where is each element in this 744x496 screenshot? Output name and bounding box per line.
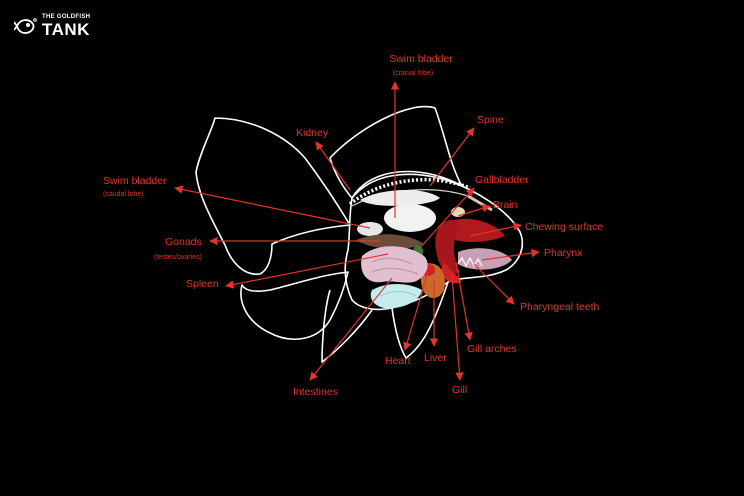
label-spine: Spine <box>477 114 504 126</box>
gonads-shape <box>356 234 424 249</box>
pointer-pharyngeal-teeth <box>473 263 515 305</box>
label-swim-bladder-cranial-sub: (cranial lobe) <box>393 70 433 77</box>
spine-ribs <box>348 177 471 206</box>
brand-top: THE GOLDFISH <box>42 14 91 20</box>
label-gill: Gill <box>452 384 467 396</box>
label-intestines: Intestines <box>293 386 338 398</box>
chewing-surface-shape <box>448 218 505 243</box>
brand-bottom: TANK <box>42 20 90 39</box>
pointer-spine <box>429 127 475 187</box>
pointer-brain <box>457 204 491 217</box>
label-spleen: Spleen <box>186 278 219 290</box>
label-gonads: Gonads <box>165 236 202 248</box>
pointers <box>174 81 540 381</box>
pharynx-tongue <box>458 248 512 270</box>
label-swim-bladder-caudal: Swim bladder <box>103 175 167 187</box>
pointer-gill <box>451 275 464 381</box>
label-swim-bladder-cranial: Swim bladder <box>389 53 453 65</box>
label-gallbladder: Gallbladder <box>475 174 529 186</box>
label-liver: Liver <box>424 352 447 364</box>
label-gonads-sub: (testes/ovaries) <box>154 254 202 261</box>
pointer-pharynx <box>481 248 540 261</box>
pointer-spleen <box>225 253 389 289</box>
brand-logo: THE GOLDFISH TANK <box>14 14 90 38</box>
tail-fin-outline <box>195 117 351 275</box>
goldfish-icon <box>14 18 37 34</box>
pointer-swim-bladder-caudal <box>174 185 371 229</box>
pointer-heart <box>403 271 429 351</box>
spine-tip <box>467 194 493 212</box>
label-kidney: Kidney <box>296 127 329 139</box>
label-heart: Heart <box>385 355 411 367</box>
intestines-coil-lines <box>371 257 419 275</box>
pointer-intestines <box>309 277 393 381</box>
gill-shape <box>440 262 462 284</box>
organs <box>348 177 512 309</box>
label-brain: Brain <box>493 199 518 211</box>
tail-lower-lobe-outline <box>240 271 349 340</box>
label-pharynx: Pharynx <box>544 247 583 259</box>
swim-bladder-cranial-shape <box>384 204 436 232</box>
label-gill-arches: Gill arches <box>467 343 517 355</box>
label-chewing-surface: Chewing surface <box>525 221 603 233</box>
pointer-gill-arches <box>455 261 473 341</box>
anal-fin-outline <box>321 289 373 363</box>
intestines-lower-coil <box>379 290 417 297</box>
label-pharyngeal-teeth: Pharyngeal teeth <box>520 301 600 313</box>
pointer-gallbladder <box>417 187 475 251</box>
pointer-chewing-surface <box>469 222 522 237</box>
label-swim-bladder-caudal-sub: (caudal lobe) <box>103 191 143 198</box>
pointer-kidney <box>315 141 351 191</box>
pharyngeal-teeth-shape <box>457 256 483 268</box>
kidney-shape <box>360 189 440 206</box>
pelvic-fin-outline <box>391 281 449 359</box>
labels: Swim bladder (cranial lobe) Spine Kidney… <box>103 53 603 398</box>
intestines-upper-shape <box>361 246 428 283</box>
swim-bladder-caudal-shape <box>357 222 383 236</box>
intestines-lower-shape <box>370 284 422 309</box>
gill-arches-shape <box>435 219 460 274</box>
